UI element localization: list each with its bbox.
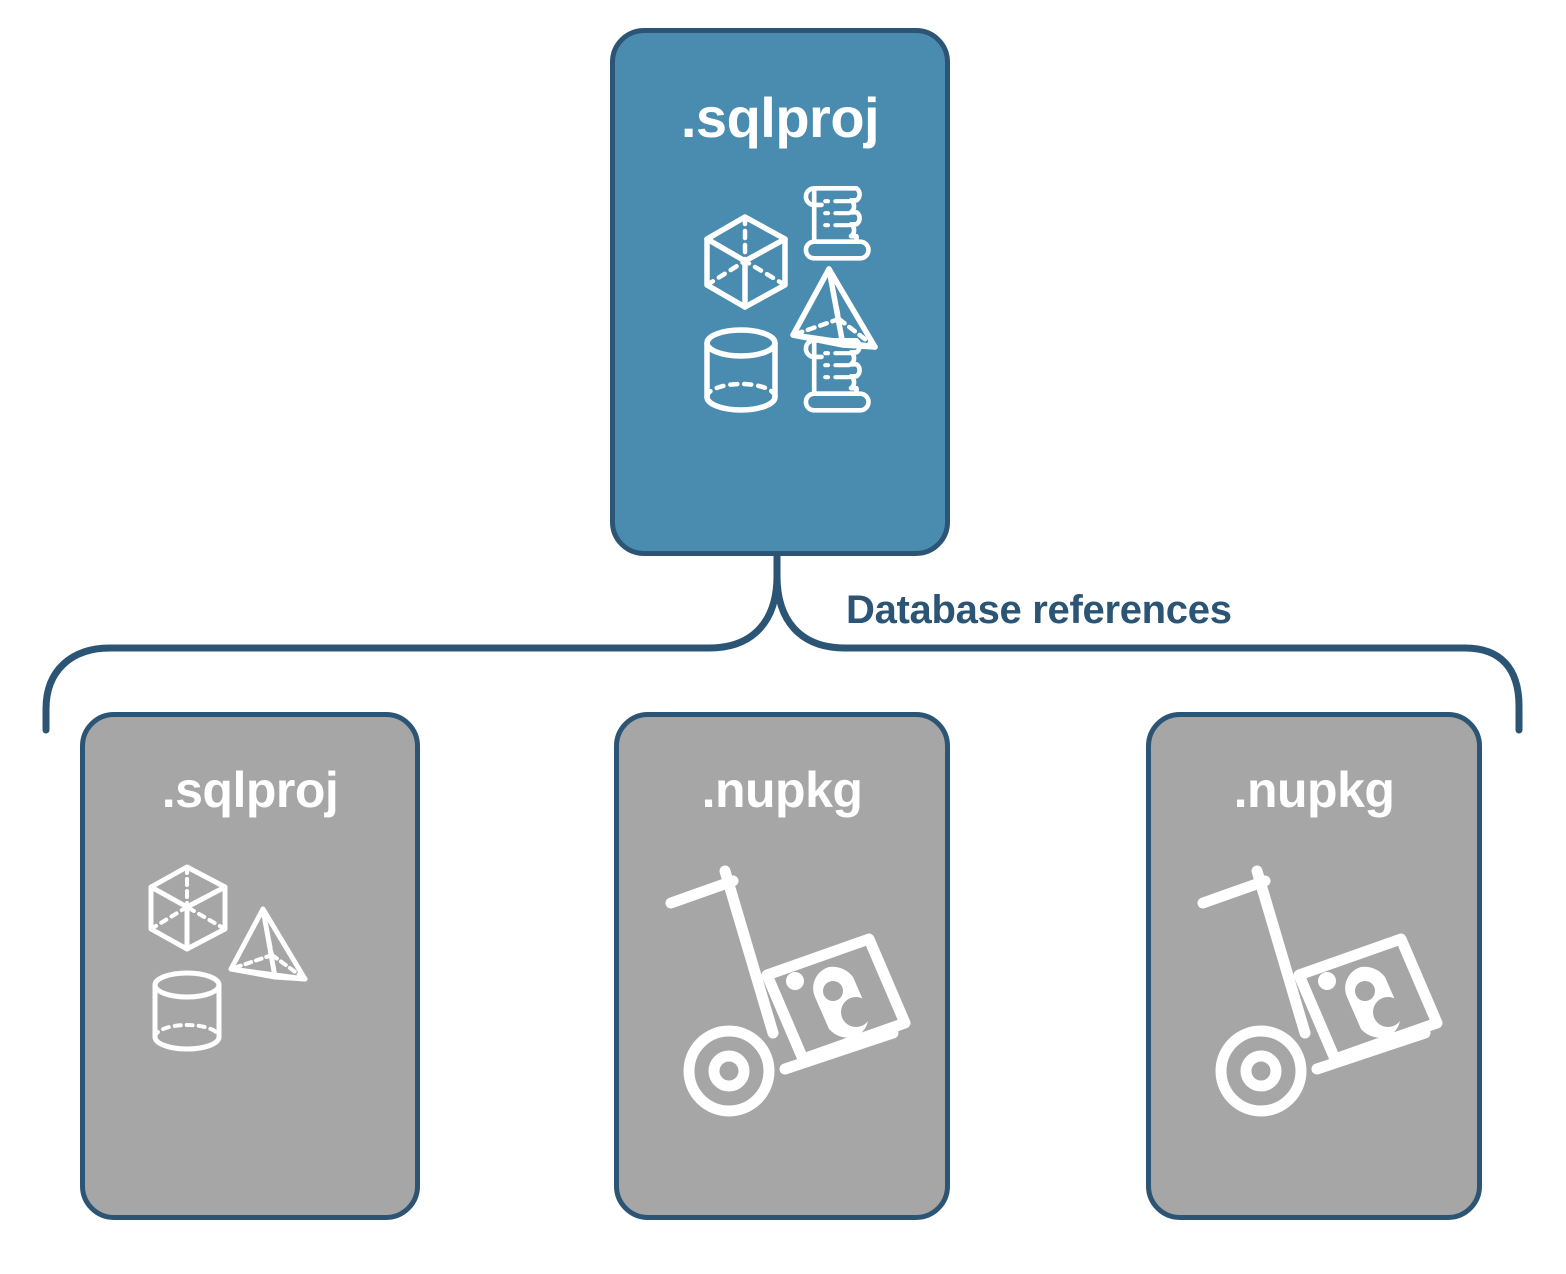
cube-icon bbox=[148, 864, 228, 952]
node-root-sqlproj-label: .sqlproj bbox=[680, 86, 880, 149]
bracket-right-arm bbox=[773, 572, 1523, 734]
nuget-package-dolly-icon bbox=[1197, 865, 1443, 1117]
child-nupkg-2-icon-cluster bbox=[1197, 865, 1443, 1117]
nuget-package-dolly-icon bbox=[665, 865, 911, 1117]
scroll-icon bbox=[803, 338, 871, 413]
node-root-sqlproj[interactable]: .sqlproj bbox=[610, 28, 950, 556]
connector-label: Database references bbox=[846, 588, 1232, 632]
cylinder-icon bbox=[704, 327, 778, 413]
node-child-nupkg-2-label: .nupkg bbox=[1233, 762, 1395, 818]
node-child-nupkg-1-label: .nupkg bbox=[701, 762, 863, 818]
child-sqlproj-icon-cluster bbox=[148, 864, 308, 1052]
node-child-sqlproj[interactable]: .sqlproj bbox=[80, 712, 420, 1220]
pyramid-icon bbox=[790, 266, 878, 350]
scroll-icon bbox=[803, 186, 871, 261]
pyramid-icon bbox=[228, 906, 308, 982]
cube-icon bbox=[704, 214, 788, 310]
child-nupkg-1-icon-cluster bbox=[665, 865, 911, 1117]
cylinder-icon bbox=[152, 970, 222, 1052]
node-child-nupkg-1[interactable]: .nupkg bbox=[614, 712, 950, 1220]
root-icon-cluster bbox=[704, 186, 878, 413]
bracket-left-arm bbox=[42, 572, 781, 734]
node-child-nupkg-2[interactable]: .nupkg bbox=[1146, 712, 1482, 1220]
node-child-sqlproj-label: .sqlproj bbox=[161, 762, 339, 818]
